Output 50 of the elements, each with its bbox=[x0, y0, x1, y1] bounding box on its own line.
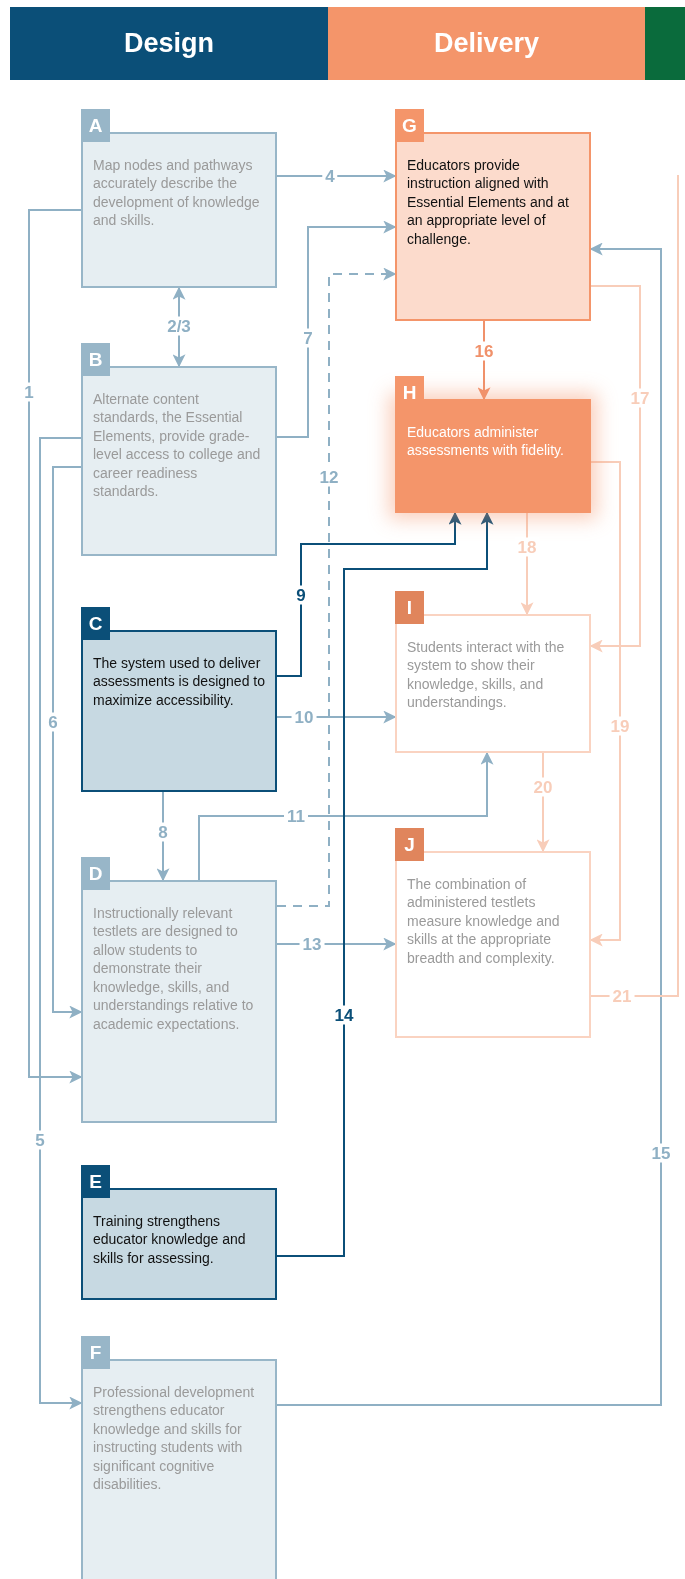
step-letter: D bbox=[81, 857, 110, 890]
process-box bbox=[395, 399, 591, 513]
step-letter: I bbox=[395, 591, 424, 624]
step-letter: C bbox=[81, 607, 110, 640]
process-box bbox=[395, 851, 591, 1038]
arrow bbox=[276, 220, 397, 438]
step-text: The system used to deliver assessments is designed to maximize accessibility. bbox=[93, 654, 265, 710]
arrow bbox=[198, 751, 494, 881]
step-text: Students interact with the system to show their knowledge, skills, and understandings. bbox=[407, 638, 566, 712]
process-box bbox=[81, 880, 277, 1123]
arrow bbox=[39, 437, 83, 1410]
arrow bbox=[52, 466, 83, 1019]
step-text: Map nodes and pathways accurately describe the development of knowledge and skills. bbox=[93, 156, 261, 230]
arrow bbox=[276, 511, 462, 677]
arrow bbox=[276, 511, 494, 1257]
step-letter: J bbox=[395, 828, 424, 861]
step-text: Instructionally relevant testlets are designed to allow students to demonstrate their knowledge, skills, and understandings relative to academic expectations. bbox=[93, 904, 255, 1034]
process-box bbox=[395, 614, 591, 753]
connector-line bbox=[590, 174, 679, 997]
step-letter: A bbox=[81, 109, 110, 142]
arrow bbox=[276, 267, 397, 907]
process-box bbox=[81, 630, 277, 792]
arrow bbox=[276, 242, 662, 1406]
step-text: Educators administer assessments with fidelity. bbox=[407, 423, 565, 460]
arrow bbox=[276, 169, 397, 183]
column-header: Delivery bbox=[328, 7, 645, 80]
process-box bbox=[395, 132, 591, 321]
process-box bbox=[81, 132, 277, 288]
step-text: Alternate content standards, the Essential Elements, provide grade-level access to college and career readiness standards. bbox=[93, 390, 262, 501]
arrow bbox=[156, 791, 170, 882]
process-box bbox=[81, 1359, 277, 1579]
process-box bbox=[81, 1188, 277, 1300]
step-letter: B bbox=[81, 343, 110, 376]
step-letter: F bbox=[81, 1336, 110, 1369]
edge-label: 8 bbox=[155, 822, 171, 842]
arrow bbox=[589, 461, 621, 947]
arrow bbox=[28, 209, 83, 1084]
step-text: The combination of administered testlets measure knowledge and skills at the appropriate breadth and complexity. bbox=[407, 875, 561, 968]
step-letter: E bbox=[81, 1165, 110, 1198]
step-text: Training strengthens educator knowledge and skills for assessing. bbox=[93, 1212, 247, 1268]
step-text: Professional development strengthens educator knowledge and skills for instructing students with significant cognitive disabilities. bbox=[93, 1383, 256, 1494]
edge-label: 9 bbox=[293, 585, 309, 605]
step-letter: H bbox=[395, 376, 424, 409]
edge-label: 5 bbox=[32, 1130, 48, 1150]
step-text: Educators provide instruction aligned with Essential Elements and at an appropriate level of challenge. bbox=[407, 156, 570, 249]
header-bar bbox=[645, 7, 685, 80]
process-box bbox=[81, 366, 277, 556]
arrow bbox=[589, 285, 641, 653]
step-letter: G bbox=[395, 109, 424, 142]
column-header: Design bbox=[10, 7, 328, 80]
